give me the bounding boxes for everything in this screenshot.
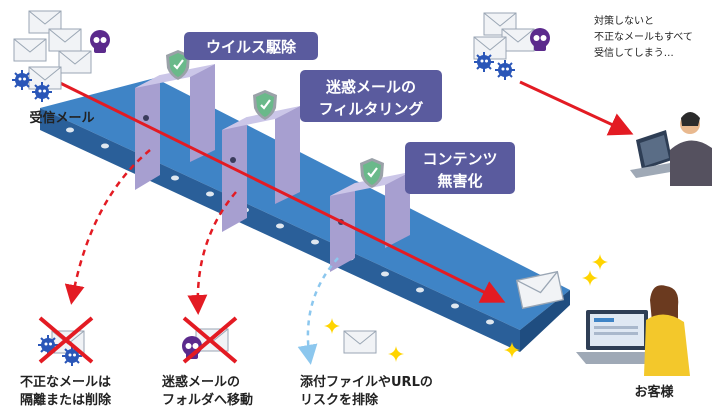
svg-text:コンテンツ: コンテンツ (422, 150, 497, 168)
outcome-1-icon (37, 316, 94, 367)
warning-line-2: 不正なメールもすべて (594, 31, 693, 43)
envelope-icon (58, 50, 92, 74)
outcome-1-line-2: 隔離または削除 (20, 392, 112, 408)
x-mark-icon (38, 316, 94, 364)
drop-arrow-virus (64, 149, 151, 305)
person-icon (644, 285, 690, 376)
incoming-mail-group (11, 10, 110, 103)
sparkle-icon (592, 254, 608, 270)
virus-icon (31, 81, 53, 103)
envelope-icon (343, 330, 377, 354)
skull-icon (90, 30, 110, 53)
laptop-icon (630, 130, 682, 178)
svg-text:迷惑メールの: 迷惑メールの (325, 78, 416, 96)
warning-line-1: 対策しないと (594, 14, 654, 27)
warning-line-3: 受信してしまう… (594, 47, 674, 59)
svg-text:ウイルス駆除: ウイルス駆除 (206, 38, 297, 56)
sparkle-icon (388, 346, 404, 362)
virus-icon (37, 334, 59, 356)
gate-2 (222, 106, 300, 232)
outcome-3-line-2: リスクを排除 (300, 392, 379, 408)
envelope-icon (48, 28, 82, 52)
sparkle-icon (582, 270, 598, 286)
unprotected-flow-arrow (519, 80, 634, 136)
gate-3-title: コンテンツ 無害化 (405, 142, 515, 194)
gate-1-title: ウイルス駆除 (184, 32, 318, 60)
unprotected-user-illustration (630, 112, 712, 186)
sparkle-icon (324, 318, 340, 334)
x-mark-icon (182, 316, 238, 364)
customer-label: お客様 (634, 384, 674, 400)
outcome-1-line-1: 不正なメールは (20, 375, 111, 390)
outcome-3-line-1: 添付ファイルやURLの (300, 374, 433, 390)
laptop-icon (576, 310, 660, 364)
incoming-mail-label: 受信メール (29, 110, 94, 126)
gate-2-title: 迷惑メールの フィルタリング (300, 70, 442, 122)
unprotected-mail-group (473, 12, 550, 81)
envelope-icon (501, 28, 535, 52)
envelope-icon (13, 38, 47, 62)
outcome-2-icon (182, 316, 238, 364)
virus-icon (11, 69, 33, 91)
gate-3 (330, 172, 410, 272)
drop-arrow-spam (187, 191, 237, 315)
drop-arrow-sanitize (297, 257, 339, 365)
person-icon (670, 112, 712, 186)
svg-text:無害化: 無害化 (437, 172, 482, 190)
outcome-2-line-1: 迷惑メールの (161, 374, 240, 390)
outcome-3-icon (324, 318, 404, 362)
outcome-2-line-2: フォルダへ移動 (162, 392, 253, 408)
customer-illustration (576, 285, 690, 376)
svg-text:フィルタリング: フィルタリング (319, 100, 424, 118)
mail-flow-arrow (49, 76, 506, 303)
virus-icon (494, 59, 516, 81)
virus-icon (473, 51, 495, 73)
